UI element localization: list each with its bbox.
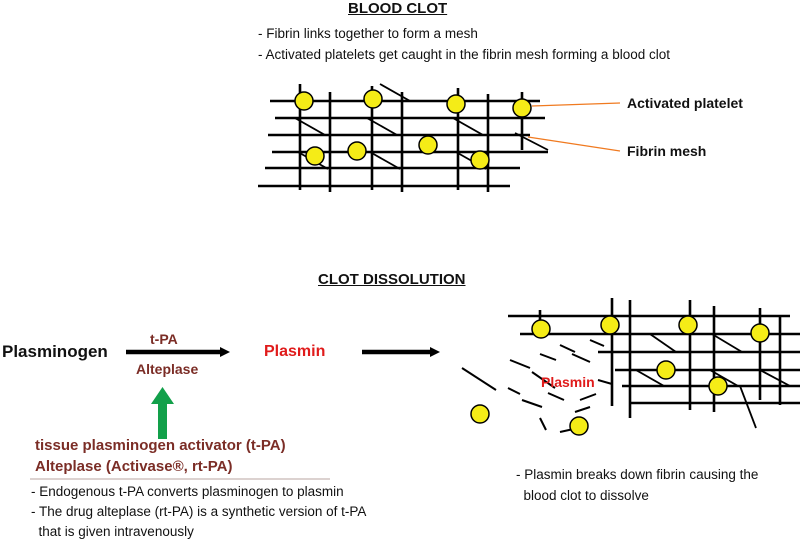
platelet-dot: [470, 404, 490, 424]
tpa-note-3: that is given intravenously: [31, 524, 194, 539]
platelet-dot: [656, 360, 676, 380]
fibrin-fragments: [461, 339, 613, 433]
platelet-dot: [678, 315, 698, 335]
activated-platelets-dissolving: [470, 315, 770, 436]
green-up-arrow: [151, 387, 174, 439]
tpa-note-1: - Endogenous t-PA converts plasminogen t…: [31, 484, 344, 499]
platelet-dot: [531, 319, 551, 339]
platelet-dot: [708, 376, 728, 396]
platelet-dot: [363, 89, 383, 109]
callout-activated-platelet: Activated platelet: [627, 95, 743, 111]
platelet-dot: [470, 150, 490, 170]
tpa-arrow-label: t-PA: [150, 331, 178, 347]
plasmin-label: Plasmin: [264, 343, 326, 360]
plasminogen-label: Plasminogen: [2, 342, 108, 361]
fibrin-crosslinks-clot: [294, 83, 549, 170]
alteplase-heading: Alteplase (Activase®, rt-PA): [35, 458, 233, 475]
platelet-dot: [347, 141, 367, 161]
platelet-dot: [446, 94, 466, 114]
callout-line-fibrin: [527, 136, 621, 152]
platelet-dot: [305, 146, 325, 166]
blood-clot-title: BLOOD CLOT: [348, 0, 448, 17]
platelet-dot: [512, 98, 532, 118]
platelet-dot: [600, 315, 620, 335]
platelet-dot: [750, 323, 770, 343]
activated-platelets-clot: [294, 89, 532, 170]
clot-dissolution-title: CLOT DISSOLUTION: [318, 271, 466, 288]
dissolution-note-2: blood clot to dissolve: [516, 488, 649, 503]
alteplase-arrow-label: Alteplase: [136, 361, 199, 377]
platelet-dot: [569, 416, 589, 436]
fibrin-crosslinks-dissolving: [635, 333, 791, 429]
plasmin-mesh-label: Plasmin: [541, 374, 595, 390]
blood-clot-note-1: - Fibrin links together to form a mesh: [258, 26, 478, 41]
tpa-heading: tissue plasminogen activator (t-PA): [35, 437, 286, 454]
dissolution-note-1: - Plasmin breaks down fibrin causing the: [516, 467, 759, 482]
platelet-dot: [418, 135, 438, 155]
blood-clot-note-2: - Activated platelets get caught in the …: [258, 47, 670, 62]
tpa-note-2: - The drug alteplase (rt-PA) is a synthe…: [31, 504, 367, 519]
platelet-dot: [294, 91, 314, 111]
callout-line-platelet: [531, 102, 621, 107]
callout-fibrin-mesh: Fibrin mesh: [627, 143, 707, 159]
